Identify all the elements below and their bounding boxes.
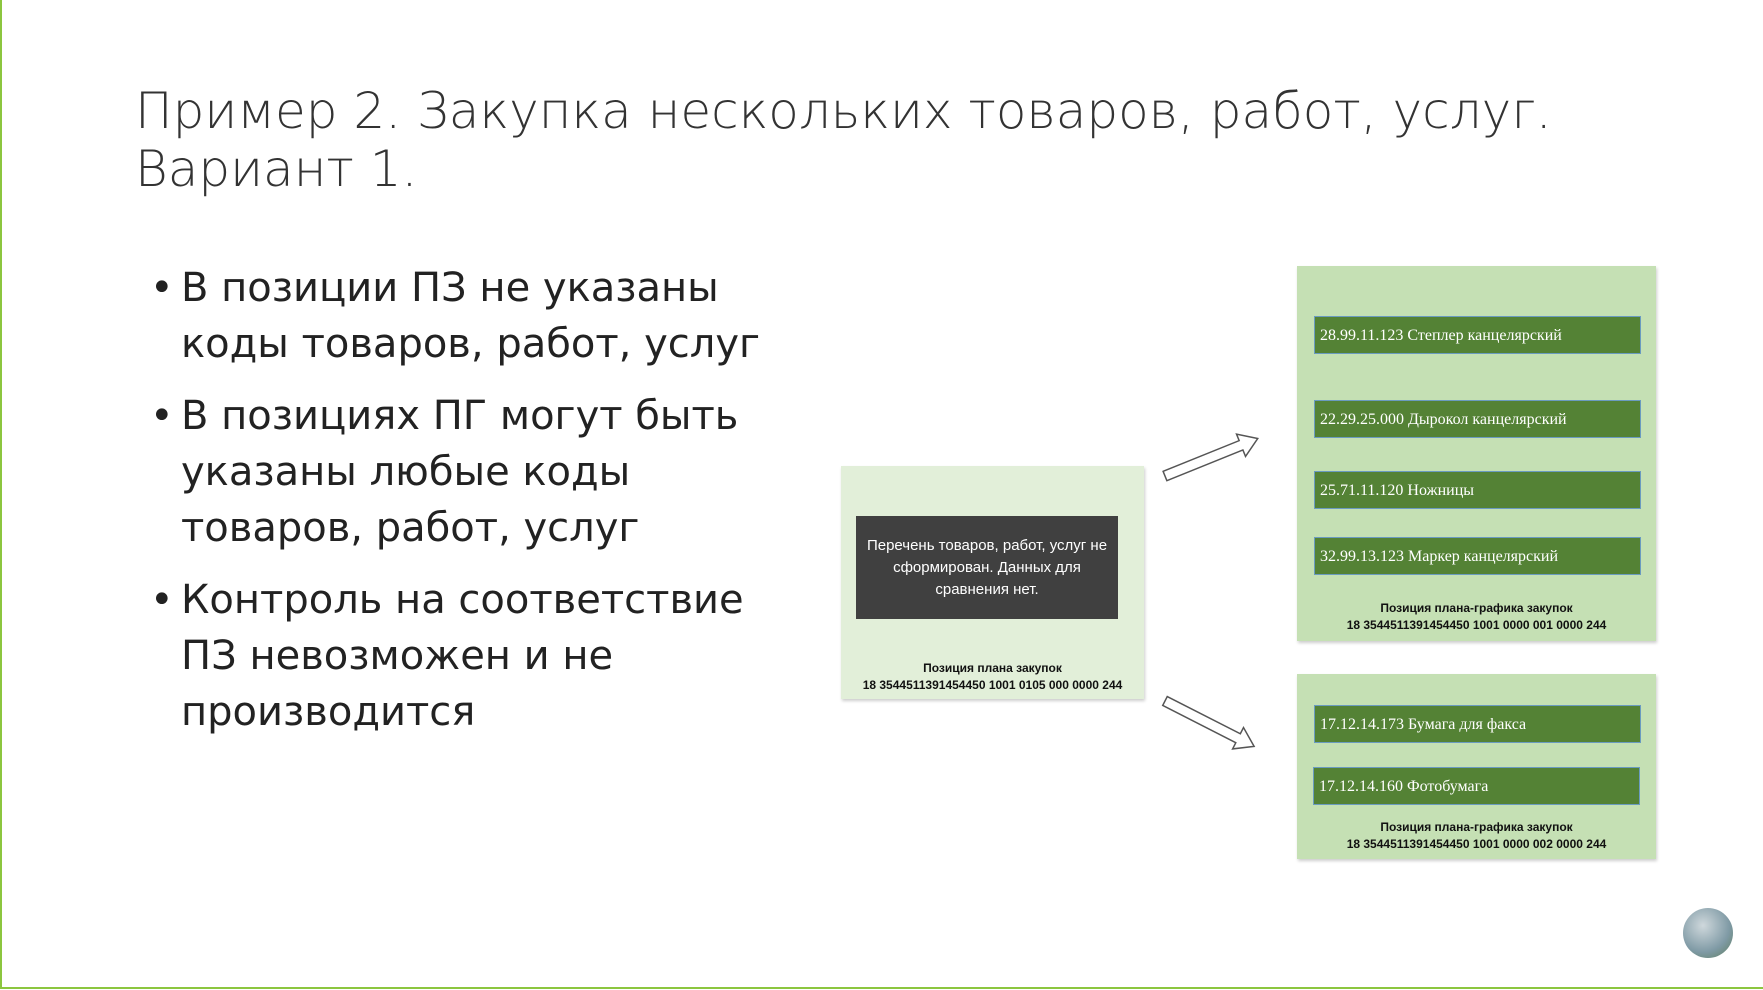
bullet-item: В позициях ПГ могут быть указаны любые к… <box>150 388 790 556</box>
bullet-item: Контроль на соответствие ПЗ невозможен и… <box>150 572 790 740</box>
plan-caption: Позиция плана закупок <box>923 661 1062 675</box>
schedule-caption: Позиция плана-графика закупок <box>1380 820 1573 834</box>
schedule-position-box-1: 28.99.11.123 Степлер канцелярский 22.29.… <box>1297 266 1656 641</box>
logo-icon <box>1683 908 1733 958</box>
schedule-code: 18 3544511391454450 1001 0000 002 0000 2… <box>1346 837 1607 851</box>
schedule-item: 25.71.11.120 Ножницы <box>1314 471 1641 509</box>
arrow-up-right-icon <box>1162 433 1259 482</box>
schedule-item: 17.12.14.160 Фотобумага <box>1313 767 1640 805</box>
schedule-item: 32.99.13.123 Маркер канцелярский <box>1314 537 1641 575</box>
bullet-list: В позиции ПЗ не указаны коды товаров, ра… <box>150 260 790 756</box>
plan-code: 18 3544511391454450 1001 0105 000 0000 2… <box>862 678 1123 692</box>
schedule-item: 22.29.25.000 Дырокол канцелярский <box>1314 400 1641 438</box>
no-data-message: Перечень товаров, работ, услуг не сформи… <box>856 516 1118 619</box>
schedule-code: 18 3544511391454450 1001 0000 001 0000 2… <box>1346 618 1607 632</box>
schedule-item: 28.99.11.123 Степлер канцелярский <box>1314 316 1641 354</box>
title-line-2: Вариант 1. <box>135 140 418 198</box>
title-line-1: Пример 2. Закупка нескольких товаров, ра… <box>135 82 1552 140</box>
bullet-item: В позиции ПЗ не указаны коды товаров, ра… <box>150 260 790 372</box>
plan-position-box: Перечень товаров, работ, услуг не сформи… <box>841 466 1144 699</box>
schedule-position-box-2: 17.12.14.173 Бумага для факса 17.12.14.1… <box>1297 674 1656 859</box>
arrow-down-right-icon <box>1161 695 1256 750</box>
schedule-caption: Позиция плана-графика закупок <box>1380 601 1573 615</box>
schedule-item: 17.12.14.173 Бумага для факса <box>1314 705 1641 743</box>
slide-title: Пример 2. Закупка нескольких товаров, ра… <box>135 82 1552 198</box>
